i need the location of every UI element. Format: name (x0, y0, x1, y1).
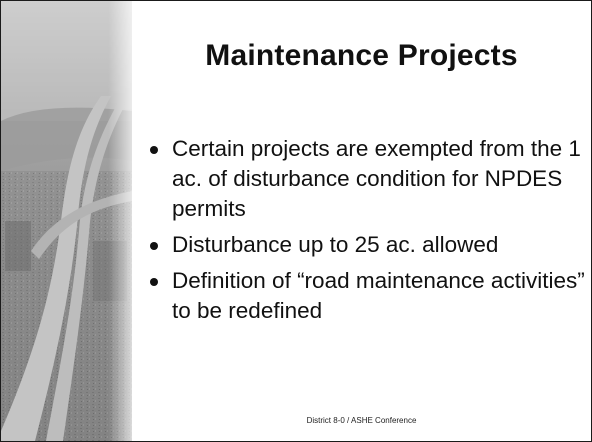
bullet-dot-icon (150, 278, 158, 286)
slide-footer: District 8-0 / ASHE Conference (306, 416, 417, 425)
bullet-item: Certain projects are exempted from the 1… (150, 134, 585, 224)
bullet-item: Definition of “road maintenance activiti… (150, 266, 585, 326)
aerial-highway-photo-graphic (1, 1, 132, 441)
bullet-text: Definition of “road maintenance activiti… (172, 268, 585, 323)
bullet-dot-icon (150, 242, 158, 250)
slide-title: Maintenance Projects (205, 39, 518, 72)
bullet-item: Disturbance up to 25 ac. allowed (150, 230, 585, 260)
bullet-dot-icon (150, 146, 158, 154)
aerial-highway-photo (1, 1, 132, 441)
bullet-list: Certain projects are exempted from the 1… (150, 134, 585, 332)
bullet-text: Disturbance up to 25 ac. allowed (172, 232, 499, 257)
bullet-text: Certain projects are exempted from the 1… (172, 136, 581, 221)
